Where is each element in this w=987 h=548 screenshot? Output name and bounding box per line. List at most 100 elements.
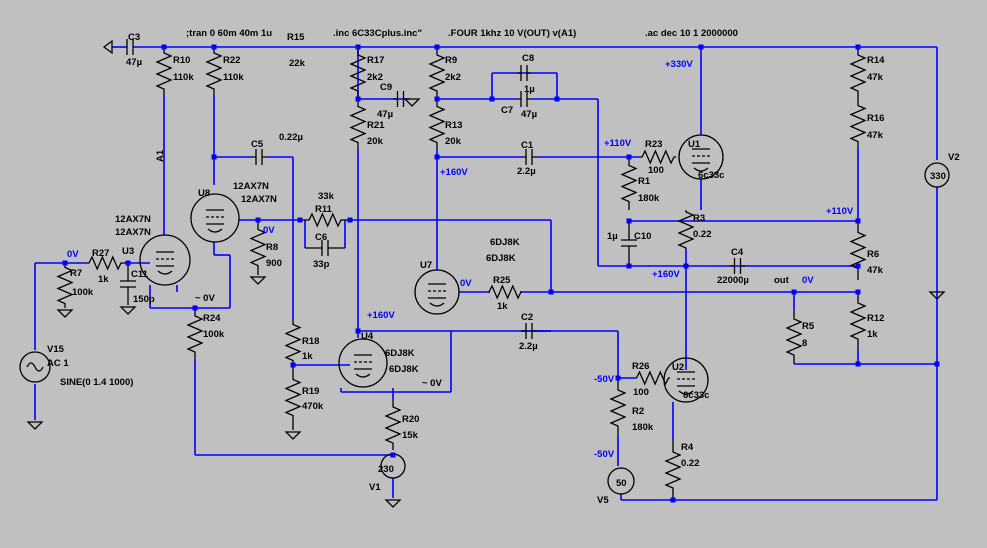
resistor-value: 47k bbox=[867, 72, 884, 83]
junction-dot bbox=[355, 328, 361, 334]
junction-dot bbox=[855, 218, 861, 224]
capacitor bbox=[730, 258, 745, 274]
capacitor-value: 1µ bbox=[524, 84, 535, 95]
resistor bbox=[428, 99, 446, 150]
capacitor-name: C8 bbox=[522, 53, 534, 64]
node-voltage: -50V bbox=[594, 449, 615, 460]
resistor-value: 47k bbox=[867, 130, 884, 141]
resistor-name: R3 bbox=[693, 213, 705, 224]
vacuum-tube bbox=[190, 193, 240, 243]
junctions bbox=[62, 44, 940, 503]
tube-name: U1 bbox=[688, 139, 701, 150]
include-directive: .inc 6C33Cplus.inc" bbox=[333, 28, 422, 39]
junction-dot bbox=[434, 154, 440, 160]
junction-dot bbox=[554, 96, 560, 102]
capacitor-name: C10 bbox=[634, 231, 651, 242]
resistor-value: 2k2 bbox=[367, 72, 383, 83]
capacitor-name: C4 bbox=[731, 247, 744, 258]
capacitor bbox=[126, 39, 134, 55]
junction-dot bbox=[297, 217, 303, 223]
capacitor-name: C6 bbox=[315, 232, 327, 243]
resistor-name: R12 bbox=[867, 313, 884, 324]
tube-type: 12AX7N bbox=[241, 194, 277, 205]
capacitor bbox=[517, 65, 531, 81]
resistor-value: 47k bbox=[867, 265, 884, 276]
capacitor-value: 2.2µ bbox=[517, 166, 536, 177]
capacitor-name: C11 bbox=[131, 269, 149, 280]
resistor-value: 22k bbox=[289, 58, 306, 69]
tube-type: 6DJ8K bbox=[389, 364, 419, 375]
source-extra: SINE(0 1.4 1000) bbox=[60, 377, 133, 388]
node-voltage: ~ 0V bbox=[195, 293, 215, 304]
wires bbox=[34, 46, 938, 501]
resistor bbox=[635, 370, 670, 386]
resistor-name: R13 bbox=[445, 120, 462, 131]
capacitor-name: C9 bbox=[380, 82, 392, 93]
resistor-value: 100 bbox=[633, 387, 649, 398]
ground-symbol bbox=[403, 98, 421, 107]
resistor bbox=[849, 292, 867, 350]
capacitor-name: C2 bbox=[521, 312, 533, 323]
capacitor bbox=[521, 323, 537, 339]
resistor-name: R21 bbox=[367, 120, 385, 131]
source-name: V15 bbox=[47, 344, 65, 355]
resistor-name: R6 bbox=[867, 249, 879, 260]
resistor-value: 2k2 bbox=[445, 72, 461, 83]
node-voltage: 0V bbox=[460, 278, 472, 289]
junction-dot bbox=[347, 217, 353, 223]
node-voltage: +110V bbox=[604, 138, 632, 149]
resistor bbox=[849, 99, 867, 148]
capacitor-name: C3 bbox=[128, 32, 140, 43]
source-name: V1 bbox=[369, 482, 381, 493]
capacitor bbox=[120, 263, 136, 305]
junction-dot bbox=[855, 361, 861, 367]
tube-type: 6DJ8K bbox=[486, 253, 516, 264]
resistor-name: R9 bbox=[445, 55, 457, 66]
resistor-value: 100k bbox=[203, 329, 225, 340]
resistor-name: R24 bbox=[203, 313, 221, 324]
resistor-value: 1k bbox=[867, 329, 878, 340]
ac-directive: .ac dec 10 1 2000000 bbox=[645, 28, 738, 39]
junction-dot bbox=[355, 96, 361, 102]
resistor-value: 8 bbox=[802, 338, 807, 349]
resistor bbox=[384, 400, 402, 450]
tube-type: 6DJ8K bbox=[490, 237, 520, 248]
capacitor bbox=[521, 149, 537, 165]
tube-type: 12AX7N bbox=[233, 181, 269, 192]
vacuum-tube bbox=[663, 357, 709, 403]
resistor-name: R16 bbox=[867, 113, 884, 124]
resistor-name: R11 bbox=[315, 204, 333, 215]
junction-dot bbox=[290, 362, 296, 368]
resistor-name: R5 bbox=[802, 321, 815, 332]
capacitor-value: 47µ bbox=[521, 109, 537, 120]
junction-dot bbox=[855, 289, 861, 295]
tube-type: 12AX7N bbox=[115, 227, 151, 238]
fourier-directive: .FOUR 1khz 10 V(OUT) v(A1) bbox=[448, 28, 576, 39]
junction-dot bbox=[62, 260, 68, 266]
resistor-name: R14 bbox=[867, 55, 885, 66]
capacitor-value: 47µ bbox=[126, 57, 142, 68]
resistor-value: 20k bbox=[445, 136, 462, 147]
junction-dot bbox=[390, 452, 396, 458]
resistor-value: 1k bbox=[98, 274, 109, 285]
source-name: V5 bbox=[597, 495, 609, 506]
junction-dot bbox=[211, 44, 217, 50]
resistor-name: R8 bbox=[266, 242, 278, 253]
resistor-name: R18 bbox=[302, 336, 319, 347]
resistor bbox=[349, 47, 367, 99]
ground-symbol bbox=[119, 306, 137, 315]
resistor-value: 33k bbox=[318, 191, 335, 202]
junction-dot bbox=[161, 44, 167, 50]
resistor-name: R25 bbox=[493, 275, 511, 286]
resistor bbox=[284, 365, 302, 430]
junction-dot bbox=[355, 44, 361, 50]
resistor bbox=[677, 210, 695, 250]
junction-dot bbox=[255, 217, 261, 223]
source-value: 330 bbox=[930, 171, 946, 182]
resistor-name: R10 bbox=[173, 55, 190, 66]
voltage-source bbox=[924, 162, 950, 188]
resistor-value: 100 bbox=[648, 165, 664, 176]
resistor bbox=[155, 47, 173, 95]
resistor-name: R17 bbox=[367, 55, 384, 66]
